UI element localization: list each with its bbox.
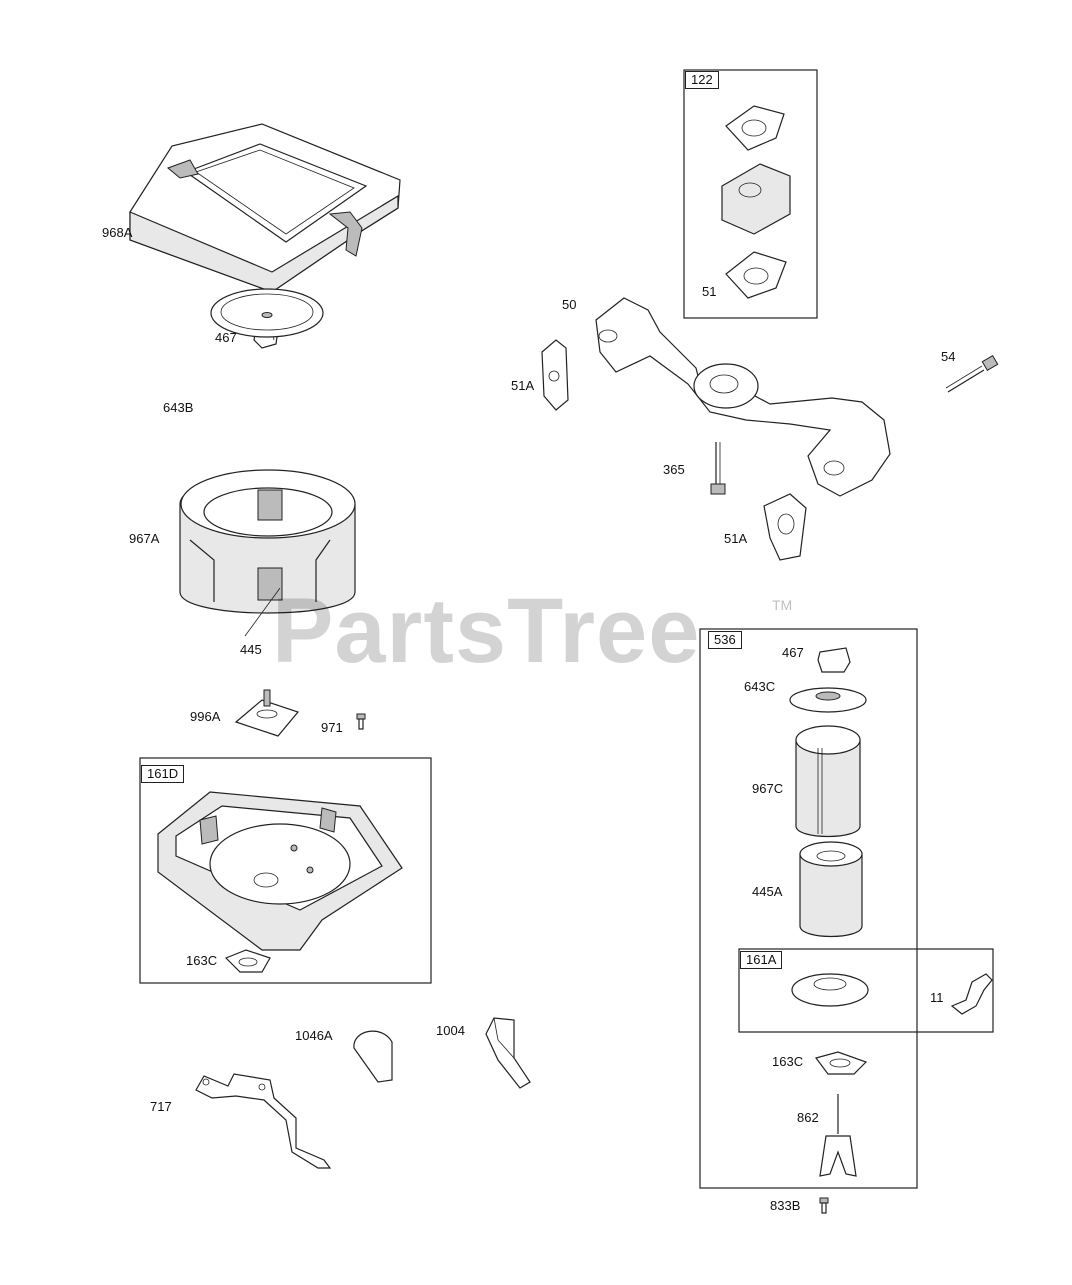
part-122-spacer[interactable] <box>721 163 791 235</box>
part-967C-precleaner[interactable] <box>795 725 861 838</box>
watermark-trademark: TM <box>772 597 793 613</box>
part-467-wing-nut-right[interactable] <box>817 647 851 673</box>
part-11-elbow[interactable] <box>950 973 993 1015</box>
part-1046A-deflector[interactable] <box>353 1030 393 1083</box>
part-996A-base[interactable] <box>234 689 300 737</box>
label-54[interactable]: 54 <box>941 349 956 364</box>
label-643C[interactable]: 643C <box>744 679 776 694</box>
part-365-bolt[interactable] <box>710 442 726 495</box>
label-833B[interactable]: 833B <box>770 1198 801 1213</box>
watermark: PartsTree <box>272 580 701 682</box>
part-968A-cover[interactable] <box>129 123 401 293</box>
part-163C-gasket-right[interactable] <box>814 1051 868 1075</box>
label-967A[interactable]: 967A <box>129 531 160 546</box>
group-box-122 <box>683 69 818 319</box>
group-label-161A[interactable]: 161A <box>740 951 783 969</box>
part-971-screw[interactable] <box>356 713 366 730</box>
part-862-stud[interactable] <box>819 1094 857 1177</box>
label-445A[interactable]: 445A <box>752 884 783 899</box>
label-1004[interactable]: 1004 <box>436 1023 465 1038</box>
label-163C-left[interactable]: 163C <box>186 953 218 968</box>
part-717-bracket[interactable] <box>195 1073 332 1169</box>
group-label-122[interactable]: 122 <box>685 71 719 89</box>
part-161A-base[interactable] <box>791 973 869 1007</box>
label-365[interactable]: 365 <box>663 462 685 477</box>
group-label-536[interactable]: 536 <box>708 631 742 649</box>
group-box-161A <box>738 948 994 1033</box>
label-1046A[interactable]: 1046A <box>295 1028 333 1043</box>
label-643B[interactable]: 643B <box>163 400 194 415</box>
label-11[interactable]: 11 <box>930 990 944 1005</box>
part-833B-screw[interactable] <box>819 1197 829 1214</box>
label-51A-right[interactable]: 51A <box>724 531 748 546</box>
part-1004-guide[interactable] <box>485 1017 531 1089</box>
label-862[interactable]: 862 <box>797 1110 819 1125</box>
label-717[interactable]: 717 <box>150 1099 172 1114</box>
label-51A-left[interactable]: 51A <box>511 378 535 393</box>
label-163C-right[interactable]: 163C <box>772 1054 804 1069</box>
part-163C-gasket-left[interactable] <box>224 949 271 973</box>
part-643C-plate[interactable] <box>789 687 867 713</box>
label-467-right[interactable]: 467 <box>782 645 804 660</box>
label-967C[interactable]: 967C <box>752 781 784 796</box>
part-161D-base[interactable] <box>157 791 403 951</box>
part-967A-precleaner[interactable] <box>179 469 356 614</box>
label-445[interactable]: 445 <box>240 642 262 657</box>
part-445A-filter[interactable] <box>799 841 863 938</box>
part-51A-gasket-right[interactable] <box>763 493 807 561</box>
label-971[interactable]: 971 <box>321 720 343 735</box>
part-50-intake-manifold[interactable] <box>595 297 891 497</box>
part-54-bolt[interactable] <box>945 354 999 393</box>
part-643B-plate[interactable] <box>210 288 324 338</box>
part-122-gasket-top[interactable] <box>725 105 785 151</box>
part-51A-gasket-left[interactable] <box>541 339 569 411</box>
leader-445 <box>244 587 281 637</box>
label-996A[interactable]: 996A <box>190 709 221 724</box>
label-467-left[interactable]: 467 <box>215 330 237 345</box>
group-box-536 <box>699 628 918 1189</box>
label-968A[interactable]: 968A <box>102 225 133 240</box>
group-box-161D <box>139 757 432 984</box>
label-51[interactable]: 51 <box>702 284 717 299</box>
group-label-161D[interactable]: 161D <box>141 765 185 783</box>
part-51-gasket[interactable] <box>725 251 787 299</box>
label-50[interactable]: 50 <box>562 297 577 312</box>
